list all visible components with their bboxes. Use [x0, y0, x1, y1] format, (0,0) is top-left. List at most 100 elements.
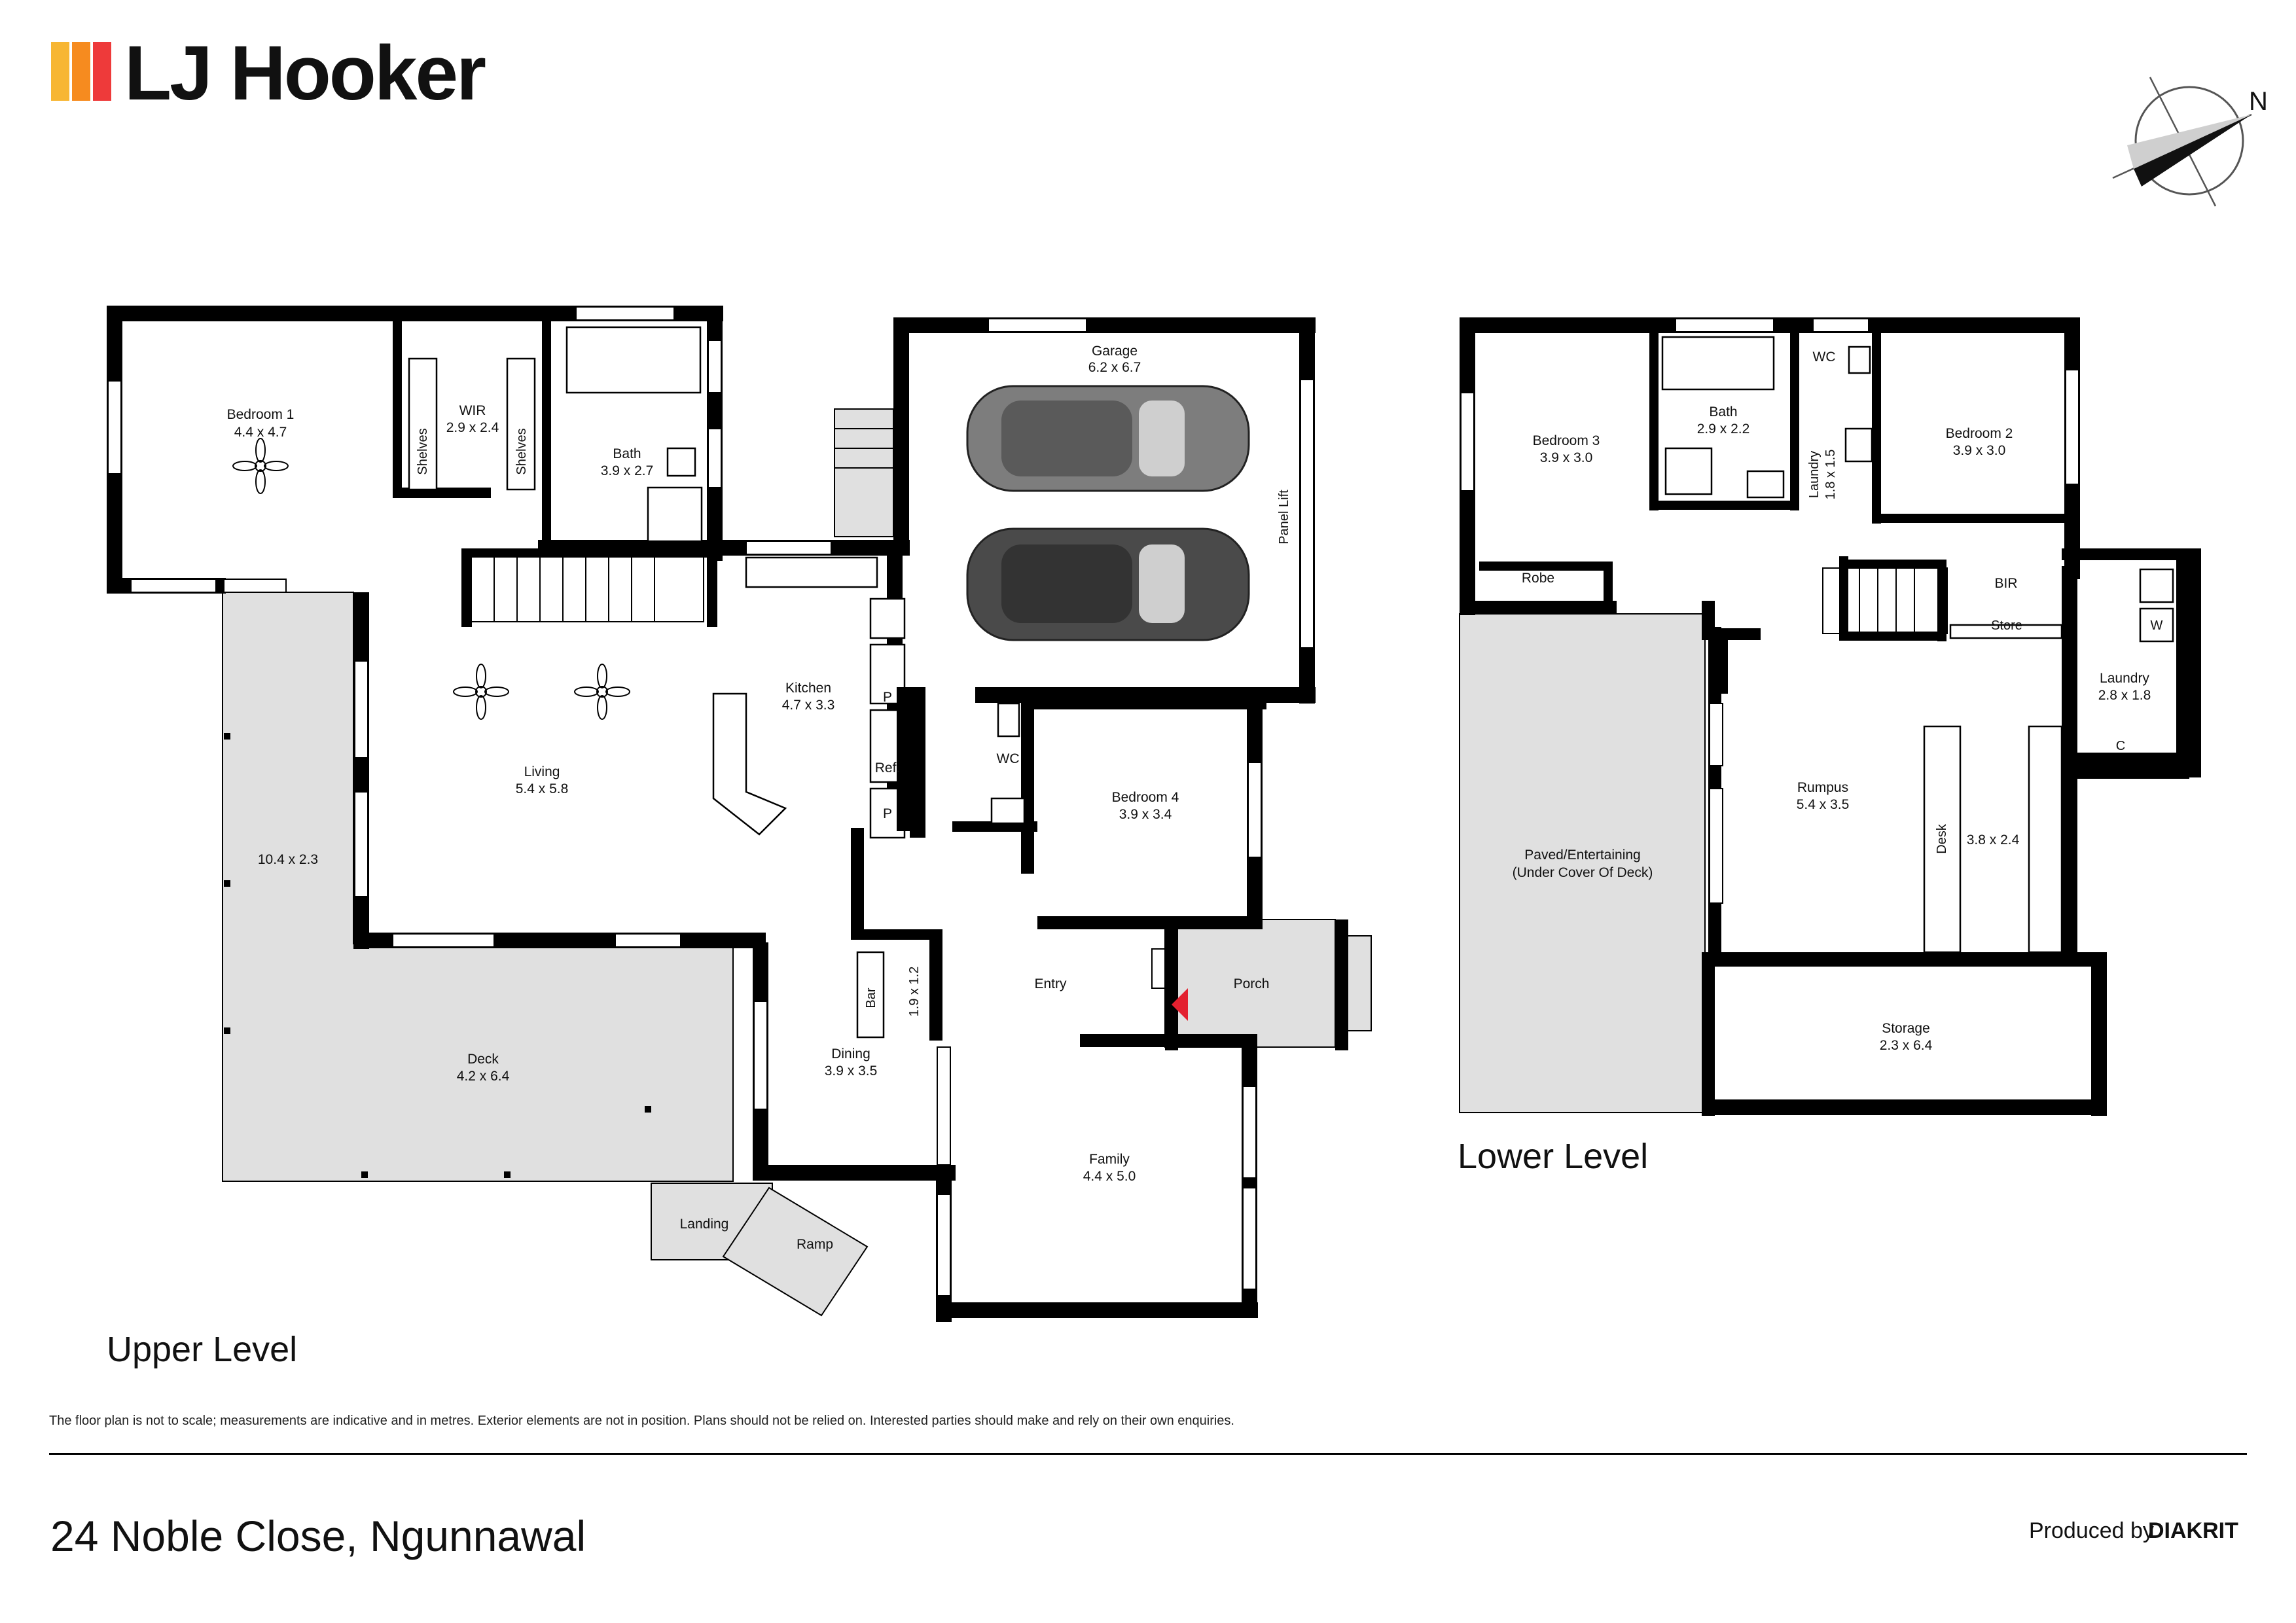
toilet — [666, 447, 696, 477]
stairs-upper — [471, 556, 704, 622]
room-wc-name: WC — [997, 751, 1020, 766]
room-storage-name: Storage — [1882, 1021, 1930, 1036]
kitchen-island — [712, 692, 787, 836]
room-dining-name: Dining — [831, 1046, 870, 1061]
pantry-label-2: P — [883, 806, 892, 821]
stairs-lower — [1822, 567, 1948, 634]
bar-bench — [856, 951, 885, 1039]
room-bath-lower-size: 2.9 x 2.2 — [1697, 421, 1750, 437]
room-wc-lower-name: WC — [1813, 349, 1836, 365]
wir-shelves-left — [408, 357, 438, 491]
desk-bench — [1923, 725, 1962, 954]
room-laundry-small-size: 1.8 x 1.5 — [1823, 450, 1838, 500]
room-rumpus-size: 5.4 x 3.5 — [1797, 797, 1850, 812]
room-kitchen-size: 4.7 x 3.3 — [782, 698, 835, 713]
entry-marker — [1172, 988, 1188, 1021]
landing-label: Landing — [680, 1217, 729, 1232]
property-address: 24 Noble Close, Ngunnawal — [50, 1512, 586, 1560]
ramp-label: Ramp — [797, 1237, 833, 1252]
lower-level-title: Lower Level — [1458, 1137, 1648, 1176]
brand-name: LJ Hooker — [124, 30, 486, 116]
logo-bar-yellow — [51, 42, 69, 101]
room-living-size: 5.4 x 5.8 — [516, 781, 569, 796]
room-deck-name: Deck — [467, 1052, 499, 1067]
room-bath-lower-name: Bath — [1709, 404, 1737, 419]
paved-note: (Under Cover Of Deck) — [1513, 865, 1653, 880]
shower — [647, 486, 703, 543]
room-bath-size: 3.9 x 2.7 — [601, 463, 654, 478]
logo-bar-red — [93, 42, 111, 101]
kitchen-sink-bench — [745, 556, 878, 588]
ceiling-fan-icon — [453, 664, 509, 720]
cupboard-label: C — [2116, 739, 2125, 753]
ceiling-fan-icon — [574, 664, 630, 720]
laundry-tub — [2139, 568, 2174, 603]
room-laundry-name: Laundry — [2100, 671, 2149, 686]
room-bedroom1-size: 4.4 x 4.7 — [234, 425, 287, 440]
ceiling-fan-icon — [232, 438, 289, 494]
room-wir-name: WIR — [459, 403, 486, 418]
upper-level-title: Upper Level — [107, 1330, 297, 1369]
brand-logo: LJ Hooker — [51, 30, 488, 116]
room-porch-name: Porch — [1234, 976, 1270, 991]
produced-by-brand: DIAKRIT — [2148, 1518, 2238, 1543]
bathtub — [565, 326, 702, 394]
washer — [2139, 607, 2174, 643]
room-wir-size: 2.9 x 2.4 — [446, 420, 499, 435]
store-shelf — [1949, 624, 2063, 639]
room-rumpus-name: Rumpus — [1797, 780, 1848, 795]
cooktop — [869, 597, 906, 639]
car-icon-2 — [966, 527, 1250, 641]
room-garage-name: Garage — [1092, 344, 1138, 359]
store-label: Store — [1991, 618, 2022, 633]
basin-lower — [1746, 470, 1785, 499]
room-garage-size: 6.2 x 6.7 — [1088, 360, 1141, 375]
wc-toilet-lower — [1848, 346, 1871, 374]
room-bedroom3-name: Bedroom 3 — [1533, 433, 1600, 448]
room-bedroom2-size: 3.9 x 3.0 — [1953, 443, 2006, 458]
upper-level-plan: Bedroom 1 4.4 x 4.7 WIR 2.9 x 2.4 Shelve… — [107, 306, 1372, 1369]
bar-size: 1.9 x 1.2 — [907, 967, 922, 1017]
room-storage-size: 2.3 x 6.4 — [1880, 1038, 1933, 1053]
room-bedroom4-size: 3.9 x 3.4 — [1119, 807, 1172, 822]
wc-basin — [990, 797, 1026, 825]
room-bedroom2-name: Bedroom 2 — [1946, 426, 2013, 441]
room-entry-name: Entry — [1034, 976, 1067, 991]
wc-toilet — [997, 702, 1020, 738]
north-label: N — [2249, 87, 2268, 116]
pantry-label-1: P — [883, 690, 892, 705]
room-bedroom4-name: Bedroom 4 — [1112, 790, 1179, 805]
laundry-tub-small — [1844, 427, 1873, 463]
desk-label: Desk — [1935, 823, 1949, 854]
room-living-name: Living — [524, 764, 560, 779]
footer-divider — [49, 1453, 2247, 1455]
car-icon-1 — [966, 385, 1250, 492]
disclaimer: The floor plan is not to scale; measurem… — [49, 1414, 1234, 1428]
balcony-size: 10.4 x 2.3 — [258, 852, 318, 867]
shelves-left-label: Shelves — [416, 428, 430, 474]
room-bedroom3-size: 3.9 x 3.0 — [1540, 450, 1593, 465]
room-deck-size: 4.2 x 6.4 — [457, 1069, 510, 1084]
compass-icon: N — [2112, 77, 2268, 207]
logo-bar-orange — [72, 42, 90, 101]
paved-area — [1459, 613, 1706, 1113]
shower-lower — [1664, 447, 1713, 495]
ramp-area — [722, 1186, 869, 1317]
room-family-name: Family — [1089, 1152, 1130, 1167]
room-laundry-small-name: Laundry — [1807, 451, 1821, 498]
shelves-right-label: Shelves — [514, 428, 529, 474]
room-dining-size: 3.9 x 3.5 — [825, 1063, 878, 1079]
study-bench — [2028, 725, 2063, 954]
wir-shelves-right — [506, 357, 536, 491]
room-bath-name: Bath — [613, 446, 641, 461]
room-family-size: 4.4 x 5.0 — [1083, 1169, 1136, 1184]
panel-lift-label: Panel Lift — [1277, 490, 1291, 544]
fridge-label: Ref. — [875, 760, 901, 776]
room-laundry-size: 2.8 x 1.8 — [2098, 688, 2151, 703]
paved-name: Paved/Entertaining — [1524, 847, 1640, 863]
washer-label: W — [2151, 618, 2163, 633]
produced-by-prefix: Produced by — [2029, 1518, 2154, 1543]
bathtub-lower — [1661, 336, 1775, 391]
lower-level-plan: Bedroom 3 3.9 x 3.0 Bath 2.9 x 2.2 WC La… — [1458, 317, 2201, 1176]
